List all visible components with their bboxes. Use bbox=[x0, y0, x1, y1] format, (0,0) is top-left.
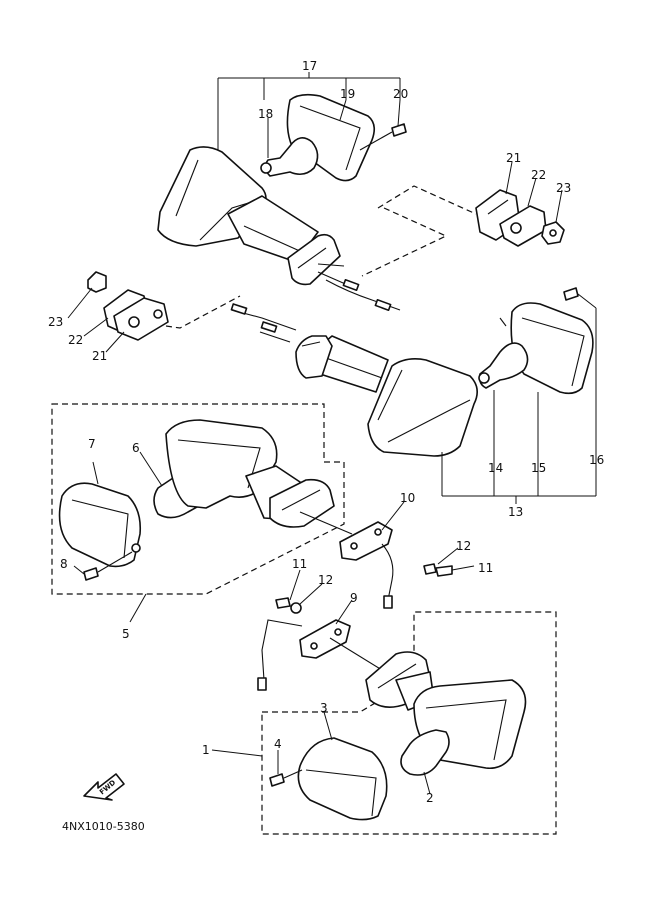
callout-4: 4 bbox=[274, 737, 282, 751]
callout-22-upper: 22 bbox=[531, 168, 546, 182]
callout-labels: 17 18 19 20 21 22 23 23 22 21 7 6 8 5 14… bbox=[48, 59, 604, 833]
callout-7: 7 bbox=[88, 437, 96, 451]
turn-signal-assembly-lower bbox=[257, 597, 527, 821]
callout-15: 15 bbox=[531, 461, 546, 475]
callout-17: 17 bbox=[302, 59, 317, 73]
callout-21-upper: 21 bbox=[506, 151, 521, 165]
dashed-group-5 bbox=[51, 403, 345, 623]
callout-10: 10 bbox=[400, 491, 415, 505]
callout-6: 6 bbox=[132, 441, 140, 455]
callout-13: 13 bbox=[508, 505, 523, 519]
callout-12-right: 12 bbox=[456, 539, 471, 553]
callout-18: 18 bbox=[258, 107, 273, 121]
mounting-parts-upper-right bbox=[361, 185, 565, 277]
callout-21-left: 21 bbox=[92, 349, 107, 363]
turn-signal-assembly-left bbox=[58, 419, 453, 609]
turn-signal-assembly-upper-left bbox=[157, 93, 407, 312]
callout-11-left: 11 bbox=[292, 557, 307, 571]
callout-1: 1 bbox=[202, 743, 210, 757]
fwd-arrow-icon: FWD bbox=[83, 773, 125, 801]
callout-23-upper: 23 bbox=[556, 181, 571, 195]
dashed-group-1 bbox=[211, 611, 557, 835]
callout-22-left: 22 bbox=[68, 333, 83, 347]
callout-19: 19 bbox=[340, 87, 355, 101]
turn-signal-assembly-middle-right bbox=[230, 287, 597, 504]
mounting-parts-left bbox=[87, 271, 241, 341]
callout-23-left: 23 bbox=[48, 315, 63, 329]
callout-5: 5 bbox=[122, 627, 130, 641]
callout-20: 20 bbox=[393, 87, 408, 101]
callout-3: 3 bbox=[320, 701, 328, 715]
callout-11-right: 11 bbox=[478, 561, 493, 575]
leader-lines bbox=[67, 161, 563, 795]
callout-16: 16 bbox=[589, 453, 604, 467]
callout-17-bracket bbox=[217, 72, 401, 158]
callout-12-left: 12 bbox=[318, 573, 333, 587]
callout-9: 9 bbox=[350, 591, 358, 605]
part-code: 4NX1010-5380 bbox=[62, 820, 145, 833]
callout-8: 8 bbox=[60, 557, 68, 571]
callout-2: 2 bbox=[426, 791, 434, 805]
callout-14: 14 bbox=[488, 461, 503, 475]
